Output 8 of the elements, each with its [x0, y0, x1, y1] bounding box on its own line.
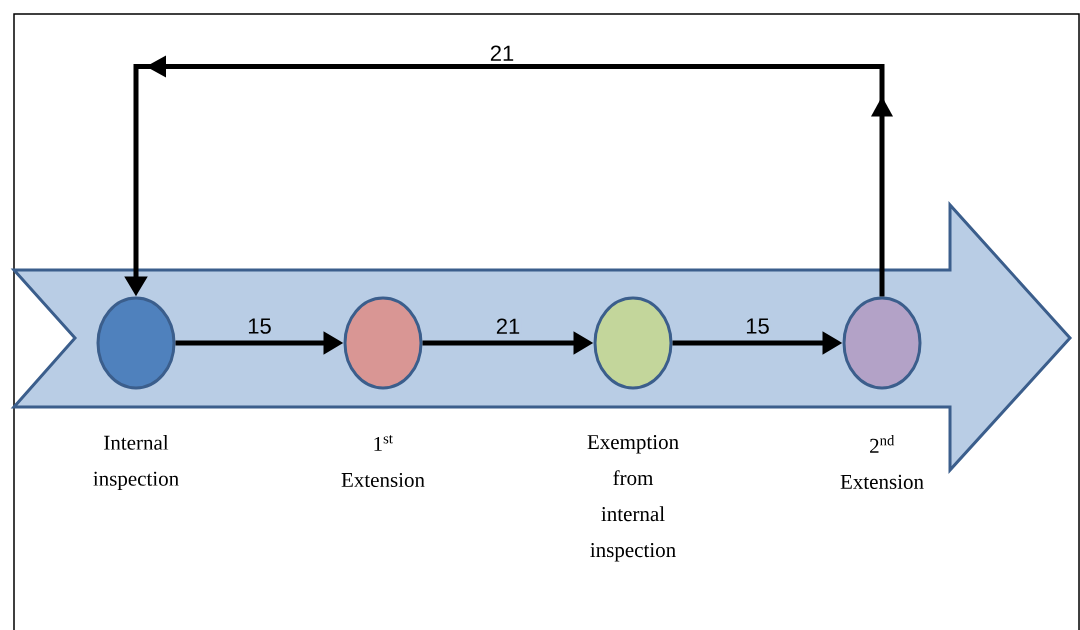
- node-label: 1$^{st}$ Extension: [341, 435, 425, 488]
- node-label: 2$^{nd}$ Extension: [840, 435, 924, 489]
- node-label: Internal inspection: [93, 435, 179, 491]
- edge-label: 21: [490, 45, 514, 61]
- edge-label: 21: [496, 318, 520, 334]
- edge-label: 15: [746, 318, 769, 334]
- node-label: Exemption from internal inspection: [587, 435, 679, 562]
- edge-label: 15: [248, 318, 271, 334]
